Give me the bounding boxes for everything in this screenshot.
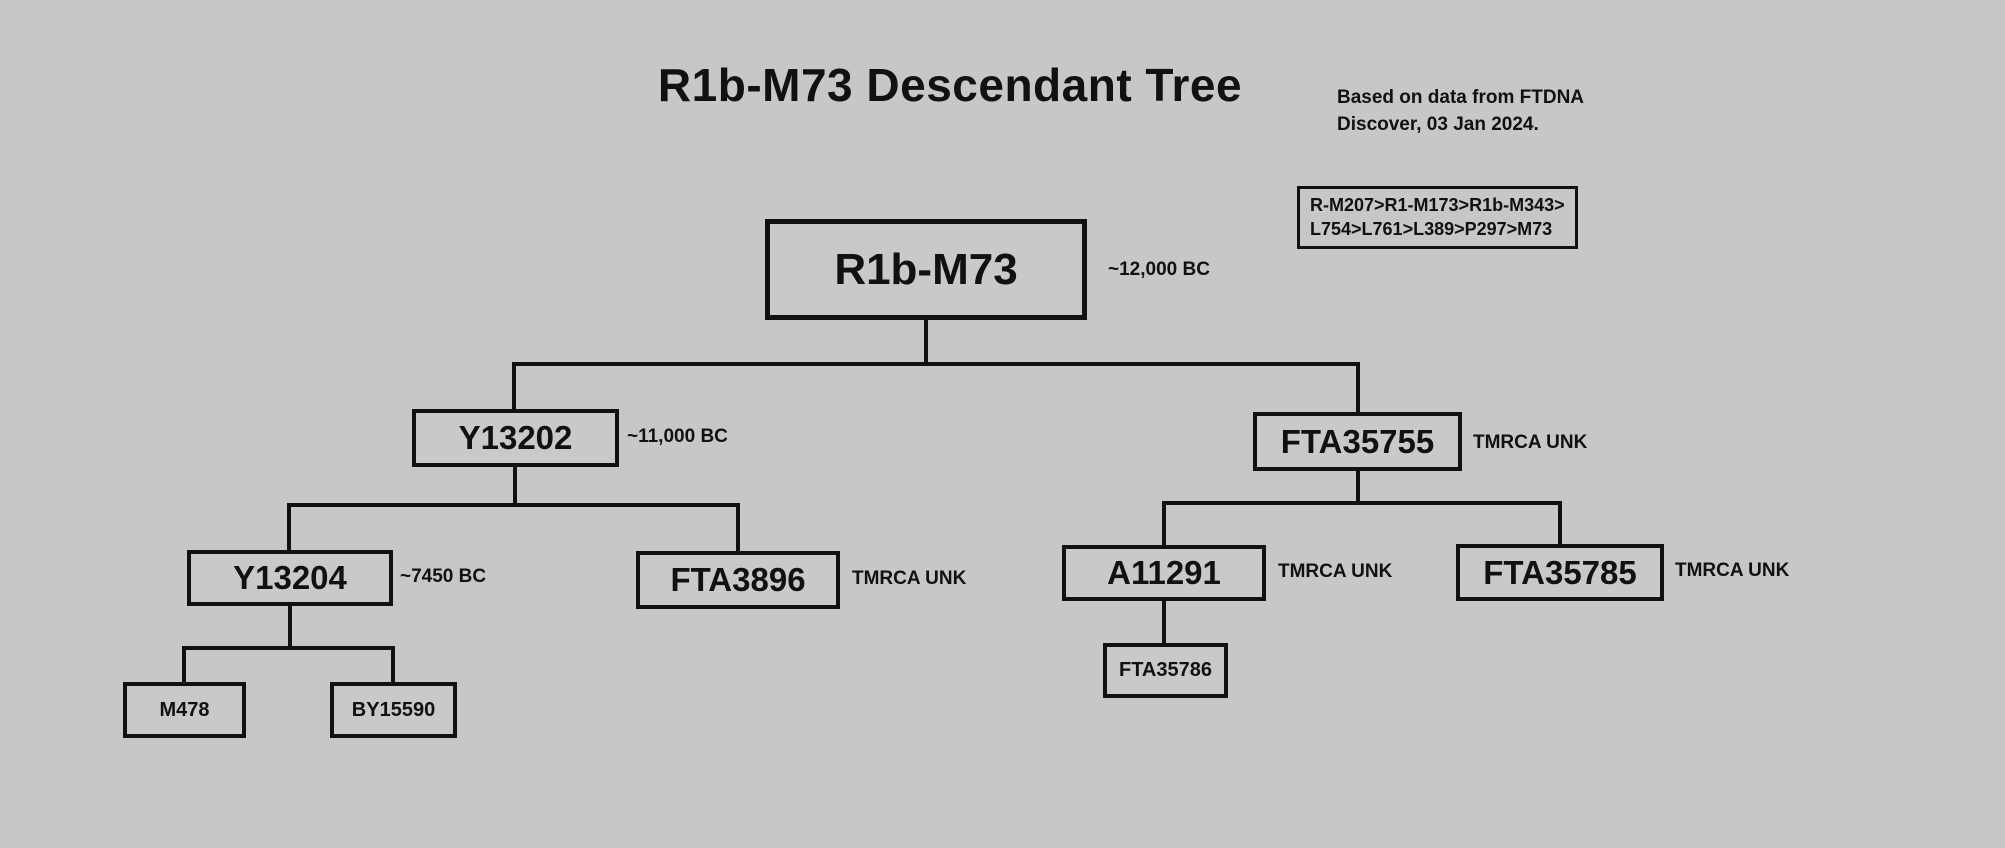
annotation-y13202-age: ~11,000 BC (627, 426, 728, 447)
connector-drop-y13204 (287, 503, 291, 554)
connector-drop-y13202 (512, 362, 516, 413)
haplogroup-path-box: R-M207>R1-M173>R1b-M343> L754>L761>L389>… (1297, 186, 1578, 249)
haplogroup-path-line1: R-M207>R1-M173>R1b-M343> (1310, 195, 1565, 215)
connector-fta35755-stem (1356, 469, 1360, 505)
source-note-line2: Discover, 03 Jan 2024. (1337, 113, 1539, 135)
connector-drop-fta35785 (1558, 501, 1562, 548)
connector-a11291-stem (1162, 599, 1166, 647)
connector-drop-fta3896 (736, 503, 740, 555)
tree-node-y13204: Y13204 (187, 550, 393, 606)
connector-drop-by15590 (391, 646, 395, 686)
annotation-r1b-m73-age: ~12,000 BC (1108, 259, 1210, 280)
annotation-a11291-tmrca: TMRCA UNK (1278, 561, 1393, 582)
tree-node-fta35755: FTA35755 (1253, 412, 1462, 471)
tree-node-r1b-m73: R1b-M73 (765, 219, 1087, 320)
tree-node-fta3896: FTA3896 (636, 551, 840, 609)
connector-root-crossbar (512, 362, 1360, 366)
annotation-y13204-age: ~7450 BC (400, 566, 487, 587)
tree-node-y13202: Y13202 (412, 409, 619, 467)
connector-drop-m478 (182, 646, 186, 686)
source-note-line1: Based on data from FTDNA (1337, 87, 1585, 108)
connector-y13202-crossbar (287, 503, 740, 507)
annotation-fta3896-tmrca: TMRCA UNK (852, 568, 967, 589)
connector-y13204-crossbar (182, 646, 395, 650)
tree-node-fta35785: FTA35785 (1456, 544, 1664, 601)
connector-fta35755-crossbar (1162, 501, 1562, 505)
tree-node-fta35786: FTA35786 (1103, 643, 1228, 698)
tree-node-by15590: BY15590 (330, 682, 457, 738)
connector-drop-a11291 (1162, 501, 1166, 549)
annotation-fta35755-tmrca: TMRCA UNK (1473, 432, 1588, 453)
connector-root-stem (924, 318, 928, 366)
haplogroup-path-line2: L754>L761>L389>P297>M73 (1310, 219, 1553, 240)
page-title: R1b-M73 Descendant Tree (657, 59, 1243, 111)
tree-node-a11291: A11291 (1062, 545, 1266, 601)
tree-node-m478: M478 (123, 682, 246, 738)
connector-y13202-stem (513, 465, 517, 507)
connector-drop-fta35755 (1356, 362, 1360, 416)
source-note: Based on data from FTDNA Discover, 03 Ja… (1337, 85, 1584, 138)
annotation-fta35785-tmrca: TMRCA UNK (1675, 560, 1790, 581)
connector-y13204-stem (288, 604, 292, 650)
